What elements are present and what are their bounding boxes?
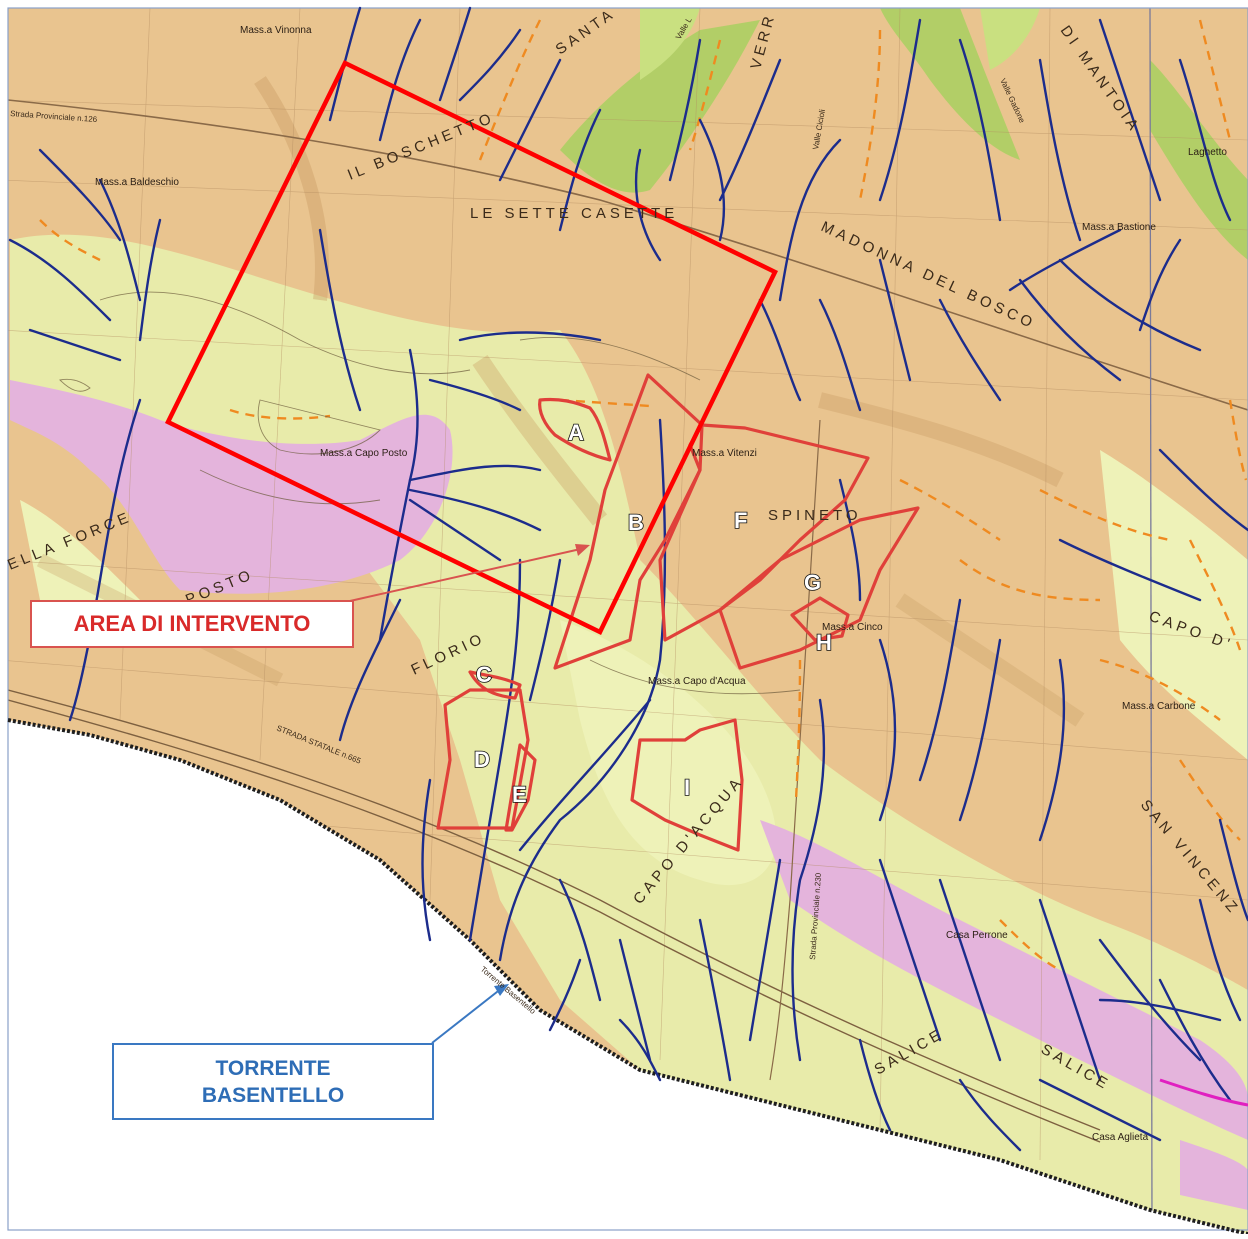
place-mass-capo-acqua: Mass.a Capo d'Acqua xyxy=(648,676,746,687)
hydrographic-network xyxy=(8,6,1248,1152)
zone-h-outline xyxy=(790,596,850,642)
zone-label-e: E xyxy=(512,782,527,807)
map-border xyxy=(7,7,1248,1231)
place-mass-capo-posto: Mass.a Capo Posto xyxy=(320,448,408,459)
river-bank-line xyxy=(7,718,1248,1236)
area-di-intervento-callout: AREA DI INTERVENTO xyxy=(30,600,354,648)
torrente-basentello-callout: TORRENTE BASENTELLO xyxy=(112,1043,434,1120)
place-casa-perrone: Casa Perrone xyxy=(946,930,1008,941)
zone-g-outline xyxy=(718,506,920,670)
zone-label-g: G xyxy=(804,570,821,595)
zone-a-outline xyxy=(538,397,612,462)
zone-label-d: D xyxy=(474,747,490,772)
place-mass-vinonna: Mass.a Vinonna xyxy=(240,25,312,36)
place-mass-vitenzi: Mass.a Vitenzi xyxy=(692,448,757,459)
boundary-line xyxy=(1159,1078,1248,1107)
zone-label-b: B xyxy=(628,510,644,535)
torrente-label-line1: TORRENTE xyxy=(215,1056,331,1080)
area-di-intervento-label: AREA DI INTERVENTO xyxy=(73,611,311,636)
place-laghetto: Laghetto xyxy=(1188,147,1227,158)
place-mass-carbone: Mass.a Carbone xyxy=(1122,701,1196,712)
zone-e-outline xyxy=(504,743,537,832)
place-mass-baldeschio: Mass.a Baldeschio xyxy=(95,177,179,188)
toponym-le-sette-casette: LE SETTE CASETTE xyxy=(470,205,678,222)
zone-d-outline xyxy=(436,688,530,830)
area-callout-arrow-line xyxy=(349,547,586,602)
toponym-spineto: SPINETO xyxy=(768,507,862,524)
place-casa-aglieta: Casa Aglieta xyxy=(1092,1132,1149,1143)
place-mass-cinco: Mass.a Cinco xyxy=(822,622,883,633)
study-frame-outline xyxy=(164,59,779,636)
zone-label-c: C xyxy=(476,662,492,687)
place-mass-bastione: Mass.a Bastione xyxy=(1082,222,1156,233)
zone-i-outline xyxy=(630,718,744,852)
area-callout-arrowhead xyxy=(575,544,590,556)
zone-f-outline xyxy=(658,423,870,642)
torrente-callout-arrowhead xyxy=(494,984,509,996)
torrente-label-line2: BASENTELLO xyxy=(201,1083,345,1107)
torrente-callout-arrow-line xyxy=(431,987,503,1044)
zone-label-f: F xyxy=(734,508,747,533)
zone-label-h: H xyxy=(816,630,832,655)
zone-label-a: A xyxy=(568,420,584,445)
zone-label-i: I xyxy=(684,775,690,800)
